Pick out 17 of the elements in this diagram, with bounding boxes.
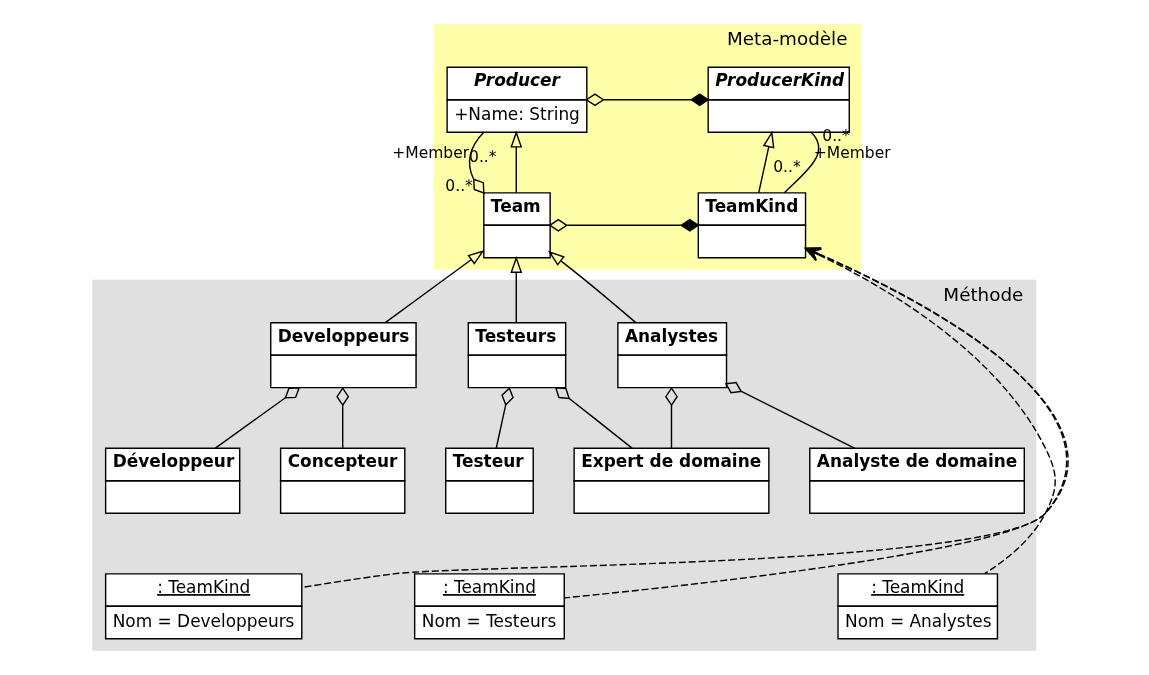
arrow xyxy=(547,250,636,324)
connector xyxy=(554,387,633,449)
arrow xyxy=(509,256,522,323)
connector xyxy=(584,93,709,107)
connector xyxy=(495,386,514,449)
connector xyxy=(664,386,678,449)
edge-label: +Member xyxy=(391,144,469,163)
arrow xyxy=(509,130,522,194)
label: 0..* xyxy=(772,157,801,176)
label: 0..* xyxy=(444,176,473,195)
arrow xyxy=(757,130,774,194)
connector xyxy=(548,218,700,232)
connector xyxy=(214,387,300,449)
connector xyxy=(783,131,819,194)
connector xyxy=(335,386,349,449)
arrow xyxy=(384,249,485,324)
connector xyxy=(724,381,856,449)
